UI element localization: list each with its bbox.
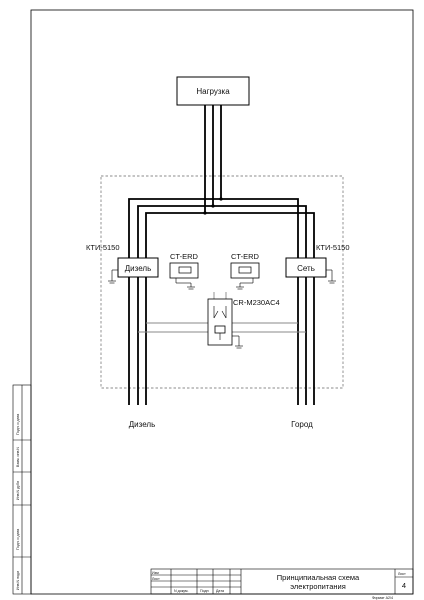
stamp-row-5: Инв.N подл [16,571,20,590]
left-ct-label: CT-ERD [170,252,199,261]
stamp-row-2: Взам. инв.N [16,447,20,467]
ground-symbol [326,269,336,284]
side-stamp: Подп. и дата Взам. инв.N Инв.N дубл Подп… [12,384,32,595]
diesel-source-label: Дизель [129,420,155,429]
right-current-transformer [230,262,260,290]
diesel-breaker: Дизель [117,257,159,278]
drawing-title-line-1: Принципиальная схема [277,573,360,582]
title-block: Изм Лист N докум. Подп Дата Принципиальн… [150,568,414,600]
ground-symbol [108,269,118,284]
left-current-transformer [169,262,199,290]
load-label: Нагрузка [196,87,230,96]
right-panel-label: КТИ-5150 [316,243,350,252]
load-feeder-wires [204,105,222,213]
col-date: Дата [216,589,224,593]
col-sign: Подп [200,589,209,593]
relay-label: CR-M230AC4 [233,298,280,307]
switchgear-enclosure [100,175,344,389]
stamp-row-4: Подп. и дата [16,529,20,550]
col-list: Лист [152,577,160,581]
right-ct-label: CT-ERD [231,252,260,261]
stamp-row-3: Инв.N дубл [16,481,20,500]
grid-breaker: Сеть [285,257,327,278]
format-note: Формат А2/4 [372,596,393,600]
relay-contactor [207,298,243,349]
city-feeder-wires [297,277,315,405]
col-doc: N докум. [174,589,189,593]
stamp-row-1: Подп. и дата [16,414,20,435]
col-izm: Изм [152,571,159,575]
city-source-label: Город [291,420,313,429]
diesel-feeder-wires [128,277,147,405]
bus-bars [128,197,315,258]
left-panel-label: КТИ-5150 [86,243,120,252]
sheet-header: Лист [398,572,406,576]
sheet-number: 4 [402,581,406,590]
drawing-title-line-2: электропитания [290,582,346,591]
grid-breaker-label: Сеть [297,264,315,273]
load-block: Нагрузка [176,76,250,106]
diesel-breaker-label: Дизель [125,264,151,273]
